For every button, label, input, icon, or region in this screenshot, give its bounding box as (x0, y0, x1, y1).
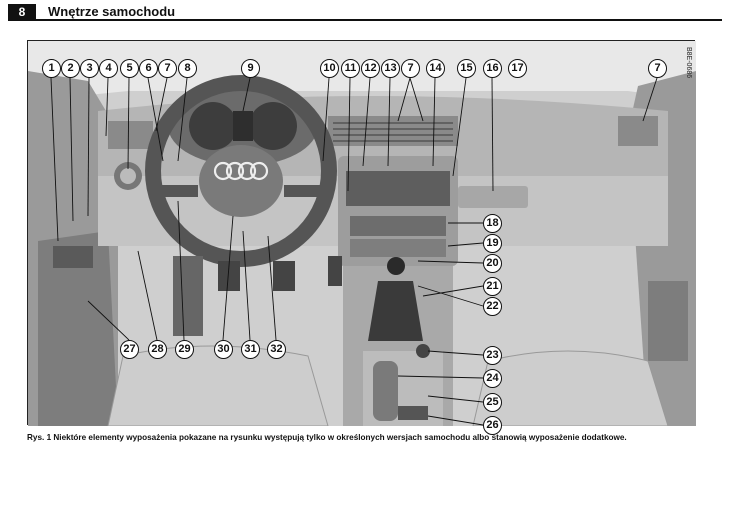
callout-marker-10: 10 (320, 59, 339, 78)
callout-marker-15: 15 (457, 59, 476, 78)
callout-marker-24: 24 (483, 369, 502, 388)
page-title: Wnętrze samochodu (48, 4, 176, 19)
callout-marker-8: 8 (178, 59, 197, 78)
callout-marker-13: 13 (381, 59, 400, 78)
callout-marker-11: 11 (341, 59, 360, 78)
callout-marker-18: 18 (483, 214, 502, 233)
callout-marker-7: 7 (401, 59, 420, 78)
page-number: 8 (8, 4, 36, 20)
callout-marker-17: 17 (508, 59, 527, 78)
callout-marker-28: 28 (148, 340, 167, 359)
callout-marker-29: 29 (175, 340, 194, 359)
figure-code: B8E-0686 (685, 47, 692, 79)
callout-marker-6: 6 (139, 59, 158, 78)
header-rule (8, 19, 722, 21)
callout-marker-32: 32 (267, 340, 286, 359)
callout-marker-7: 7 (648, 59, 667, 78)
callout-marker-7: 7 (158, 59, 177, 78)
callout-marker-30: 30 (214, 340, 233, 359)
callout-marker-2: 2 (61, 59, 80, 78)
figure-caption: Rys. 1 Niektóre elementy wyposażenia pok… (27, 433, 627, 442)
callout-marker-12: 12 (361, 59, 380, 78)
callout-marker-26: 26 (483, 416, 502, 435)
callout-marker-27: 27 (120, 340, 139, 359)
callout-marker-19: 19 (483, 234, 502, 253)
callout-marker-21: 21 (483, 277, 502, 296)
callout-marker-25: 25 (483, 393, 502, 412)
interior-illustration (28, 41, 696, 426)
callout-marker-5: 5 (120, 59, 139, 78)
callout-marker-31: 31 (241, 340, 260, 359)
callout-marker-20: 20 (483, 254, 502, 273)
callout-marker-1: 1 (42, 59, 61, 78)
callout-marker-9: 9 (241, 59, 260, 78)
callout-marker-16: 16 (483, 59, 502, 78)
callout-marker-3: 3 (80, 59, 99, 78)
callout-marker-23: 23 (483, 346, 502, 365)
callout-marker-4: 4 (99, 59, 118, 78)
page-header: 8 Wnętrze samochodu (8, 4, 722, 21)
callout-marker-14: 14 (426, 59, 445, 78)
callout-marker-22: 22 (483, 297, 502, 316)
